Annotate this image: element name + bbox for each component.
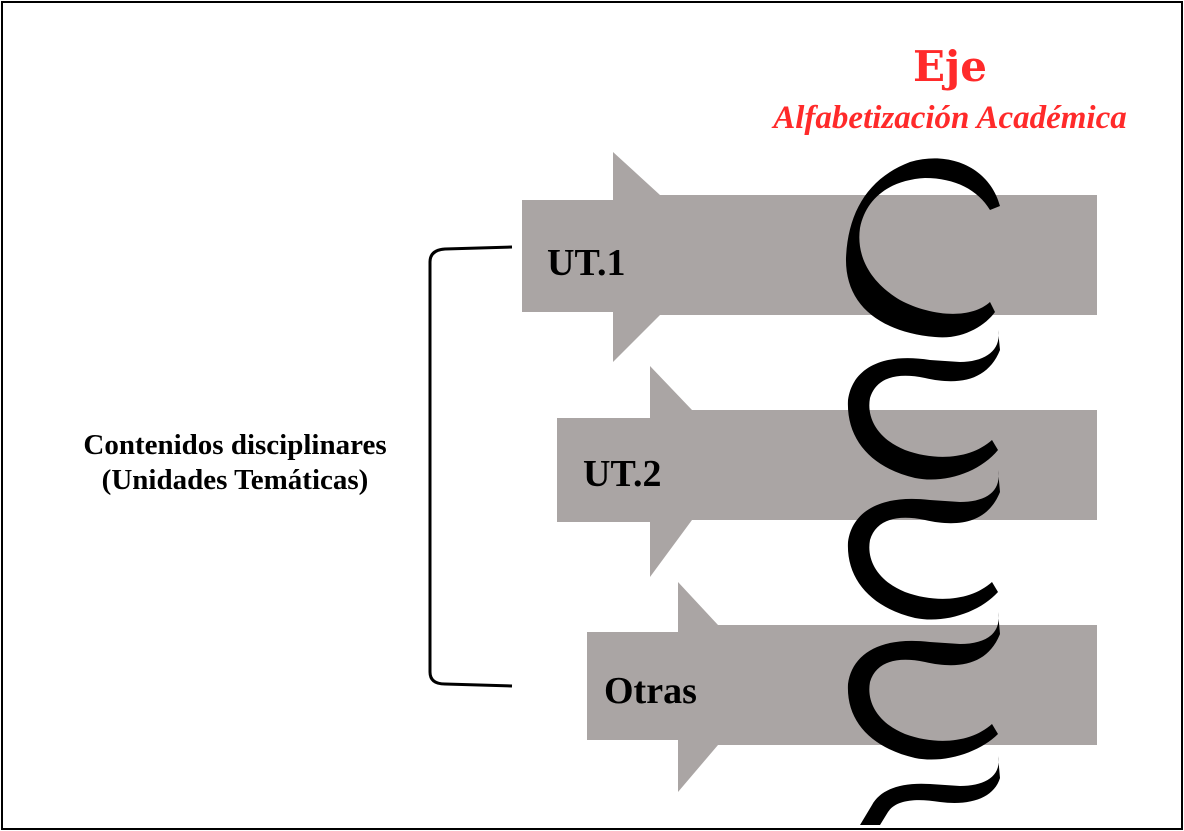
unit-label-otras: Otras	[604, 670, 697, 712]
group-label-line1: Contenidos disciplinares	[83, 429, 387, 461]
axis-subtitle: Alfabetización Académica	[773, 100, 1127, 136]
helix-loop-1	[845, 158, 1000, 338]
unit-label-ut1: UT.1	[547, 242, 626, 284]
arrow-ut1	[522, 152, 1097, 362]
arrow-ut2	[557, 366, 1097, 577]
group-bracket	[428, 245, 513, 688]
group-label-line2: (Unidades Temáticas)	[101, 464, 369, 496]
helix-ribbon	[845, 158, 1000, 825]
axis-title: Eje	[913, 42, 987, 91]
helix-tail	[860, 756, 1000, 825]
helix-loop-2	[847, 330, 1000, 480]
group-label: Contenidos disciplinares (Unidades Temát…	[40, 428, 430, 498]
helix-loop-4	[847, 612, 1000, 760]
unit-label-ut2: UT.2	[583, 453, 662, 495]
helix-loop-3	[847, 470, 1000, 620]
